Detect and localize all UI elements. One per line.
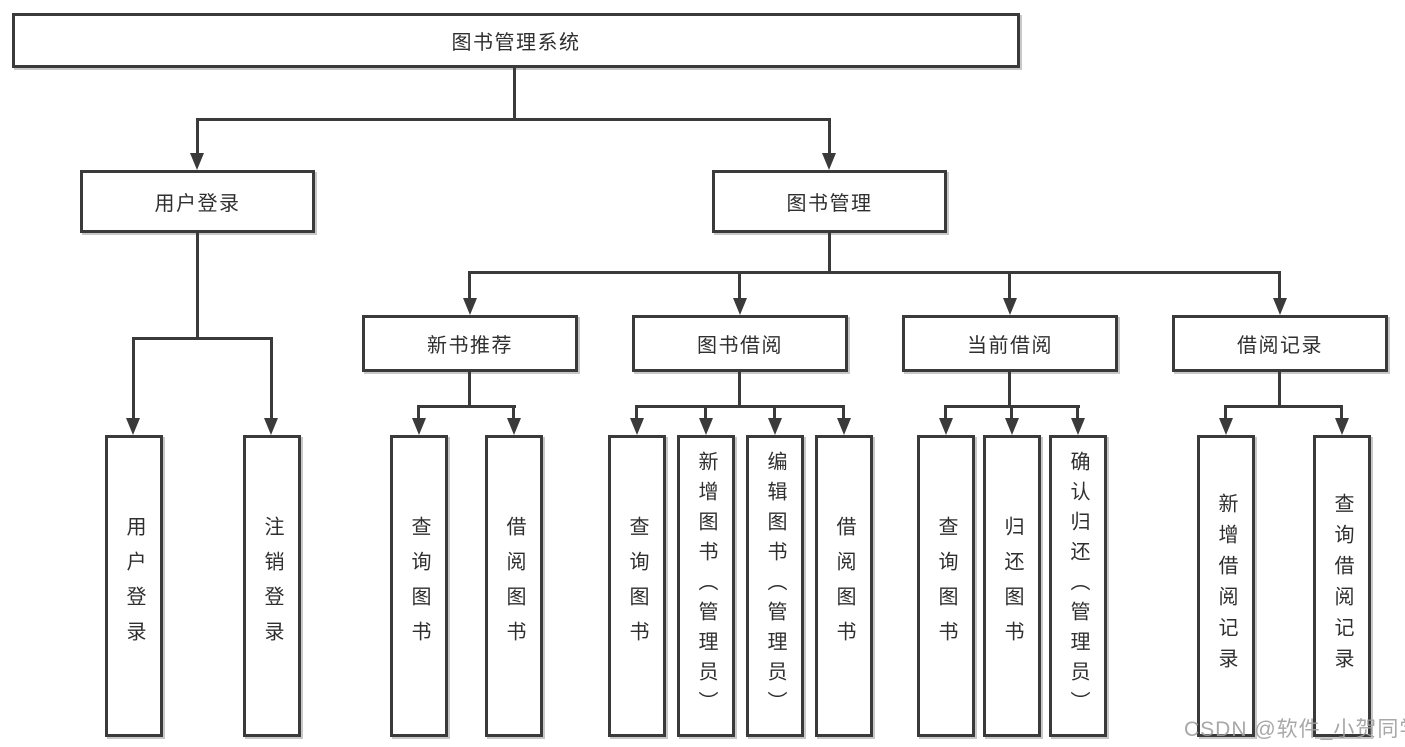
node-book-borrowing: 图书借阅 bbox=[632, 315, 848, 372]
node-label: 新书推荐 bbox=[427, 335, 513, 357]
connector-vline bbox=[738, 271, 741, 301]
arrow-down-icon bbox=[1005, 418, 1019, 435]
leaf-query-book-recommend: 查询图书 bbox=[390, 435, 448, 737]
leaf-label: 新增图书（管理员） bbox=[695, 451, 717, 721]
arrow-down-icon bbox=[1273, 298, 1287, 315]
arrow-down-icon bbox=[630, 418, 644, 435]
connector-hline bbox=[1224, 405, 1343, 408]
leaf-logout: 注销登录 bbox=[243, 435, 301, 737]
node-label: 当前借阅 bbox=[967, 335, 1053, 357]
connector-vline bbox=[1008, 372, 1011, 405]
leaf-label: 注销登录 bbox=[261, 516, 283, 656]
connector-vline bbox=[132, 337, 135, 421]
arrow-down-icon bbox=[822, 153, 836, 170]
leaf-add-book-admin: 新增图书（管理员） bbox=[677, 435, 735, 737]
arrow-down-icon bbox=[837, 418, 851, 435]
connector-vline bbox=[738, 372, 741, 405]
node-user-login: 用户登录 bbox=[80, 170, 315, 233]
leaf-confirm-return-admin: 确认归还（管理员） bbox=[1049, 435, 1107, 737]
connector-vline bbox=[773, 405, 776, 420]
node-new-book-recommend: 新书推荐 bbox=[362, 315, 578, 372]
leaf-borrow-book: 借阅图书 bbox=[815, 435, 873, 737]
node-current-borrowing: 当前借阅 bbox=[902, 315, 1118, 372]
connector-vline bbox=[828, 118, 831, 155]
arrow-down-icon bbox=[733, 298, 747, 315]
connector-vline bbox=[1008, 271, 1011, 301]
arrow-down-icon bbox=[1219, 418, 1233, 435]
leaf-label: 查询图书 bbox=[408, 516, 430, 656]
connector-vline bbox=[270, 337, 273, 421]
node-library-system: 图书管理系统 bbox=[12, 13, 1020, 68]
node-label: 图书管理系统 bbox=[451, 32, 581, 54]
leaf-edit-book-admin: 编辑图书（管理员） bbox=[746, 435, 804, 737]
leaf-label: 新增借阅记录 bbox=[1215, 493, 1237, 679]
connector-vline bbox=[512, 405, 515, 420]
arrow-down-icon bbox=[1003, 298, 1017, 315]
connector-hline bbox=[196, 118, 831, 121]
connector-vline bbox=[1076, 405, 1079, 420]
connector-vline bbox=[1224, 405, 1227, 420]
connector-vline bbox=[1278, 271, 1281, 301]
connector-vline bbox=[468, 271, 471, 301]
node-label: 借阅记录 bbox=[1237, 335, 1323, 357]
leaf-add-borrow-record: 新增借阅记录 bbox=[1197, 435, 1255, 737]
connector-vline bbox=[828, 233, 831, 271]
connector-vline bbox=[1278, 372, 1281, 405]
connector-hline bbox=[635, 405, 845, 408]
arrow-down-icon bbox=[264, 418, 278, 435]
csdn-watermark: CSDN @软件_小贺同学 bbox=[1184, 718, 1405, 741]
leaf-label: 用户登录 bbox=[123, 516, 145, 656]
node-label: 图书借阅 bbox=[697, 335, 783, 357]
arrow-down-icon bbox=[126, 418, 140, 435]
arrow-down-icon bbox=[190, 153, 204, 170]
connector-vline bbox=[842, 405, 845, 420]
leaf-query-borrow-record: 查询借阅记录 bbox=[1313, 435, 1371, 737]
connector-vline bbox=[704, 405, 707, 420]
leaf-user-login: 用户登录 bbox=[105, 435, 163, 737]
connector-vline bbox=[944, 405, 947, 420]
node-book-management: 图书管理 bbox=[712, 170, 947, 233]
leaf-borrow-book-recommend: 借阅图书 bbox=[485, 435, 543, 737]
connector-vline bbox=[196, 118, 199, 155]
arrow-down-icon bbox=[463, 298, 477, 315]
arrow-down-icon bbox=[412, 418, 426, 435]
leaf-label: 查询借阅记录 bbox=[1331, 493, 1353, 679]
leaf-label: 借阅图书 bbox=[833, 516, 855, 656]
leaf-return-book: 归还图书 bbox=[983, 435, 1041, 737]
leaf-label: 查询图书 bbox=[626, 516, 648, 656]
connector-vline bbox=[635, 405, 638, 420]
arrow-down-icon bbox=[699, 418, 713, 435]
connector-vline bbox=[417, 405, 420, 420]
connector-vline bbox=[513, 68, 516, 118]
connector-vline bbox=[1340, 405, 1343, 420]
connector-hline bbox=[132, 337, 273, 340]
leaf-label: 查询图书 bbox=[935, 516, 957, 656]
arrow-down-icon bbox=[768, 418, 782, 435]
arrow-down-icon bbox=[1335, 418, 1349, 435]
connector-vline bbox=[196, 233, 199, 337]
node-label: 用户登录 bbox=[154, 193, 241, 215]
node-borrowing-records: 借阅记录 bbox=[1172, 315, 1388, 372]
arrow-down-icon bbox=[939, 418, 953, 435]
connector-vline bbox=[1010, 405, 1013, 420]
leaf-query-book-current: 查询图书 bbox=[917, 435, 975, 737]
connector-vline bbox=[468, 372, 471, 405]
connector-hline bbox=[468, 271, 1281, 274]
leaf-label: 借阅图书 bbox=[503, 516, 525, 656]
connector-hline bbox=[417, 405, 516, 408]
arrow-down-icon bbox=[507, 418, 521, 435]
leaf-label: 确认归还（管理员） bbox=[1067, 451, 1089, 721]
arrow-down-icon bbox=[1071, 418, 1085, 435]
leaf-label: 归还图书 bbox=[1001, 516, 1023, 656]
node-label: 图书管理 bbox=[786, 193, 873, 215]
leaf-query-book-borrowing: 查询图书 bbox=[608, 435, 666, 737]
leaf-label: 编辑图书（管理员） bbox=[764, 451, 786, 721]
